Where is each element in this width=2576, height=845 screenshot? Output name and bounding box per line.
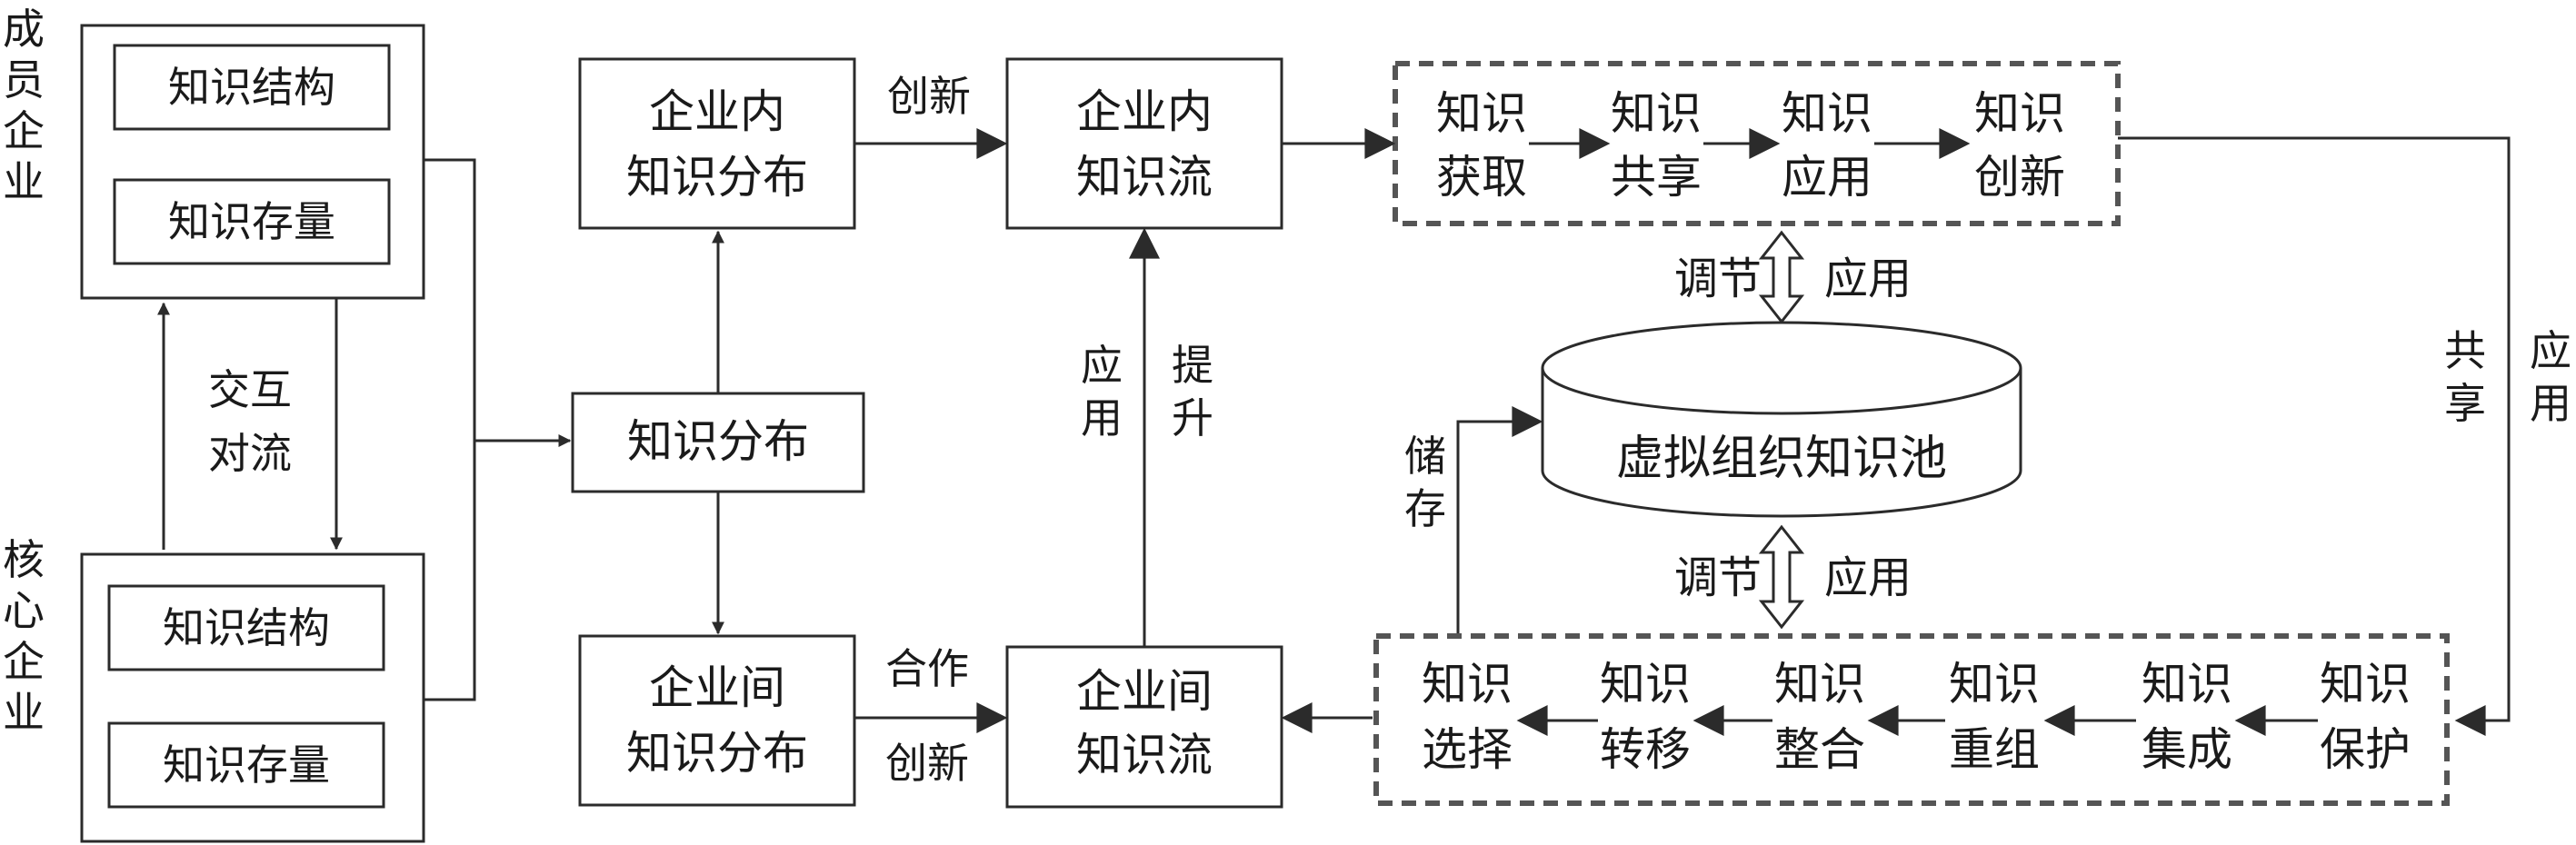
bottom-step-3-line1: 知识 (1949, 658, 2040, 711)
core-knowledge-structure-box (107, 584, 385, 671)
share-right-char-1: 享 (2444, 379, 2486, 428)
top-chain-step-share: 知识 共享 (1611, 87, 1702, 204)
store-line (1456, 406, 1543, 636)
share-right-char-0: 共 (2444, 326, 2486, 375)
regulate-bottom-label: 调节 (1674, 552, 1762, 603)
bottom-chain-step-transfer: 知识 转移 (1600, 658, 1691, 776)
inter-flow-box (1005, 645, 1283, 809)
inter-distribution-line2: 知识分布 (626, 727, 808, 780)
member-knowledge-stock-box (113, 178, 391, 265)
top-chain-step-apply: 知识 应用 (1782, 87, 1872, 204)
innovate-top-label: 创新 (887, 72, 971, 121)
convection-label: 对流 (208, 429, 292, 478)
intra-flow-box (1005, 57, 1283, 230)
bottom-chain-step-select: 知识 选择 (1422, 658, 1513, 776)
bottom-chain-step-consolidate: 知识 集成 (2142, 658, 2232, 776)
core-char-2: 企 (3, 637, 45, 686)
bottom-step-4-line1: 知识 (2142, 658, 2232, 711)
apply-vertical-char-0: 应 (1081, 341, 1123, 390)
top-step-1-line1: 知识 (1611, 87, 1702, 140)
bottom-step-0-line2: 选择 (1422, 723, 1513, 776)
top-step-3-line2: 创新 (1974, 151, 2065, 204)
top-step-2-line1: 知识 (1782, 87, 1872, 140)
right-loop-line (2118, 136, 2511, 736)
member-bracket-line (424, 158, 476, 701)
core-char-3: 业 (3, 688, 45, 737)
core-char-0: 核 (3, 535, 45, 584)
core-knowledge-stock-box (107, 721, 385, 809)
apply-vertical-char-1: 用 (1081, 393, 1123, 442)
member-char-3: 业 (3, 157, 45, 206)
member-enterprise-label: 成 员 企 业 (3, 5, 45, 206)
bottom-step-2-line2: 整合 (1774, 723, 1865, 776)
bottom-double-arrow-shape (1758, 524, 1805, 630)
inter-flow-line2: 知识流 (1076, 729, 1213, 781)
intra-distribution-box (578, 57, 856, 230)
top-step-3-line1: 知识 (1974, 87, 2065, 140)
intra-flow-line2: 知识流 (1076, 151, 1213, 204)
core-knowledge-structure-label: 知识结构 (163, 603, 330, 652)
bottom-step-1-line1: 知识 (1600, 658, 1691, 711)
store-char-0: 储 (1404, 432, 1446, 481)
top-double-arrow (1758, 230, 1805, 324)
member-knowledge-stock-label: 知识存量 (168, 197, 335, 246)
bottom-chain-step-integrate: 知识 整合 (1774, 658, 1865, 776)
top-step-2-line2: 应用 (1782, 151, 1872, 204)
inter-flow-line1: 企业间 (1076, 665, 1213, 718)
store-char-1: 存 (1404, 484, 1446, 533)
bottom-step-1-line2: 转移 (1600, 723, 1691, 776)
pool-label: 虚拟组织知识池 (1616, 432, 1947, 486)
knowledge-distribution-box (571, 392, 865, 493)
interact-label: 交互 (208, 365, 292, 414)
member-knowledge-structure-box (113, 44, 391, 131)
apply-right-char-1: 用 (2530, 379, 2571, 428)
top-double-arrow-shape (1758, 230, 1805, 324)
member-char-0: 成 (3, 5, 45, 54)
bottom-step-5-line1: 知识 (2320, 658, 2411, 711)
innovate-bottom-label: 创新 (885, 739, 969, 788)
bottom-step-5-line2: 保护 (2320, 723, 2411, 776)
cooperate-label: 合作 (885, 644, 969, 693)
apply-right-char-0: 应 (2530, 326, 2571, 375)
member-knowledge-structure-label: 知识结构 (168, 63, 335, 112)
core-enterprise-label: 核 心 企 业 (3, 535, 45, 737)
top-chain-step-innovate: 知识 创新 (1974, 87, 2065, 204)
bottom-double-arrow (1758, 524, 1805, 630)
intra-flow-line1: 企业内 (1076, 85, 1213, 138)
promote-vertical-char-0: 提 (1172, 341, 1213, 390)
knowledge-pool-cylinder (1541, 321, 2022, 518)
member-char-1: 员 (3, 55, 45, 104)
bottom-process-dashed-box (1373, 633, 2450, 806)
knowledge-distribution-label: 知识分布 (627, 415, 809, 468)
bottom-step-3-line2: 重组 (1949, 723, 2040, 776)
top-chain-step-acquire: 知识 获取 (1436, 87, 1527, 204)
inter-distribution-line1: 企业间 (649, 661, 785, 714)
core-char-1: 心 (3, 586, 45, 635)
bottom-chain-step-protect: 知识 保护 (2320, 658, 2411, 776)
promote-vertical-char-1: 升 (1172, 393, 1213, 442)
member-char-2: 企 (3, 106, 45, 155)
bottom-step-0-line1: 知识 (1422, 658, 1513, 711)
bottom-chain-step-reorganize: 知识 重组 (1949, 658, 2040, 776)
top-step-0-line2: 获取 (1436, 151, 1527, 204)
core-knowledge-stock-label: 知识存量 (163, 741, 330, 790)
top-step-0-line1: 知识 (1436, 87, 1527, 140)
intra-distribution-line2: 知识分布 (626, 151, 808, 204)
bottom-step-2-line1: 知识 (1774, 658, 1865, 711)
regulate-top-label: 调节 (1674, 254, 1762, 304)
bottom-step-4-line2: 集成 (2142, 723, 2232, 776)
intra-distribution-line1: 企业内 (649, 85, 785, 138)
inter-distribution-box (578, 634, 856, 807)
top-step-1-line2: 共享 (1611, 151, 1702, 204)
apply-top-label: 应用 (1824, 254, 1912, 304)
apply-bottom-label: 应用 (1824, 552, 1912, 603)
pool-top (1541, 321, 2022, 415)
